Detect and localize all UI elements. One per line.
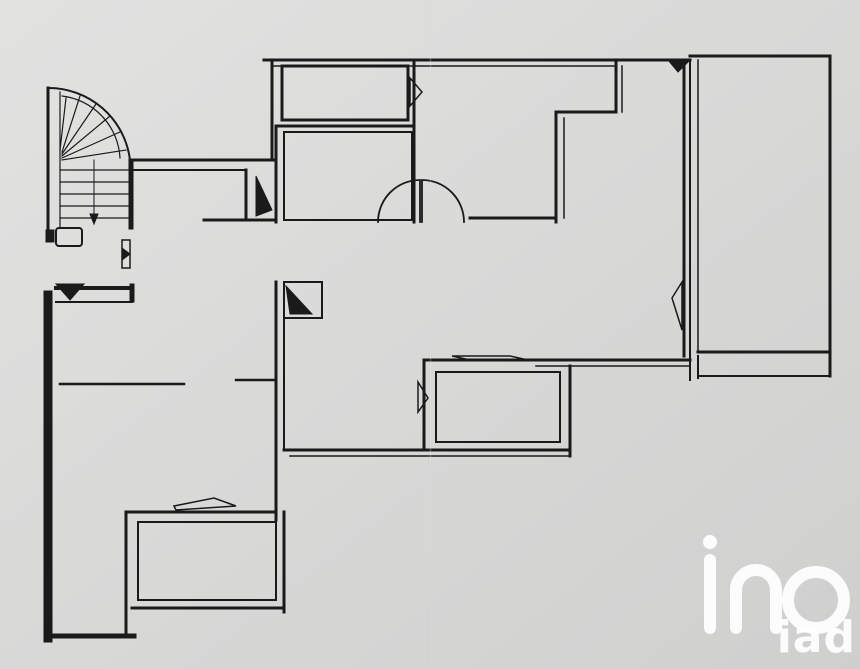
bath-box — [283, 131, 413, 221]
east-walls — [666, 54, 832, 381]
bedroom-s-box — [137, 521, 277, 601]
brand-name: iad — [776, 612, 856, 663]
duct-box — [283, 281, 323, 319]
room-bedroom-north — [468, 58, 623, 224]
room-bedroom-south — [124, 497, 286, 638]
bedroom-m-box — [435, 371, 561, 443]
closet-door-swing — [409, 75, 423, 109]
logo-dot — [703, 535, 717, 549]
paper-fold-crease — [429, 0, 432, 669]
door-arrow — [121, 247, 131, 261]
logo-stroke-n — [730, 564, 782, 634]
wall-corner-fill — [54, 283, 86, 301]
north-walls — [130, 58, 692, 230]
bedroom-m-window — [451, 355, 529, 361]
room-closet-top — [274, 58, 423, 224]
stair-fixtures — [45, 227, 131, 269]
stair-outer-arc — [46, 86, 132, 162]
bath-door-arc-right — [421, 179, 465, 223]
closet-upper-box — [280, 64, 410, 122]
room-bedroom-middle — [417, 355, 692, 458]
iad-logo-icon — [703, 535, 850, 634]
duct-fill — [285, 284, 314, 315]
logo-stroke-o — [782, 566, 850, 634]
outer-walls — [43, 283, 137, 643]
wc-door-fill — [255, 175, 273, 217]
bedroom-m-door — [417, 379, 429, 415]
east-corner-fill — [666, 59, 692, 73]
middle-walls — [58, 280, 572, 522]
spiral-staircase — [46, 86, 132, 230]
east-door-swing — [671, 279, 683, 331]
bath-door-arc-left — [377, 179, 421, 223]
washbasin — [55, 227, 83, 247]
stair-direction-arrow — [89, 213, 99, 226]
stair-inner-arc — [61, 95, 121, 159]
fixture-block — [45, 229, 55, 243]
stair-treads — [59, 95, 131, 219]
bedroom-s-window — [172, 497, 237, 511]
room-bath — [283, 131, 465, 223]
room-wc — [202, 124, 278, 224]
